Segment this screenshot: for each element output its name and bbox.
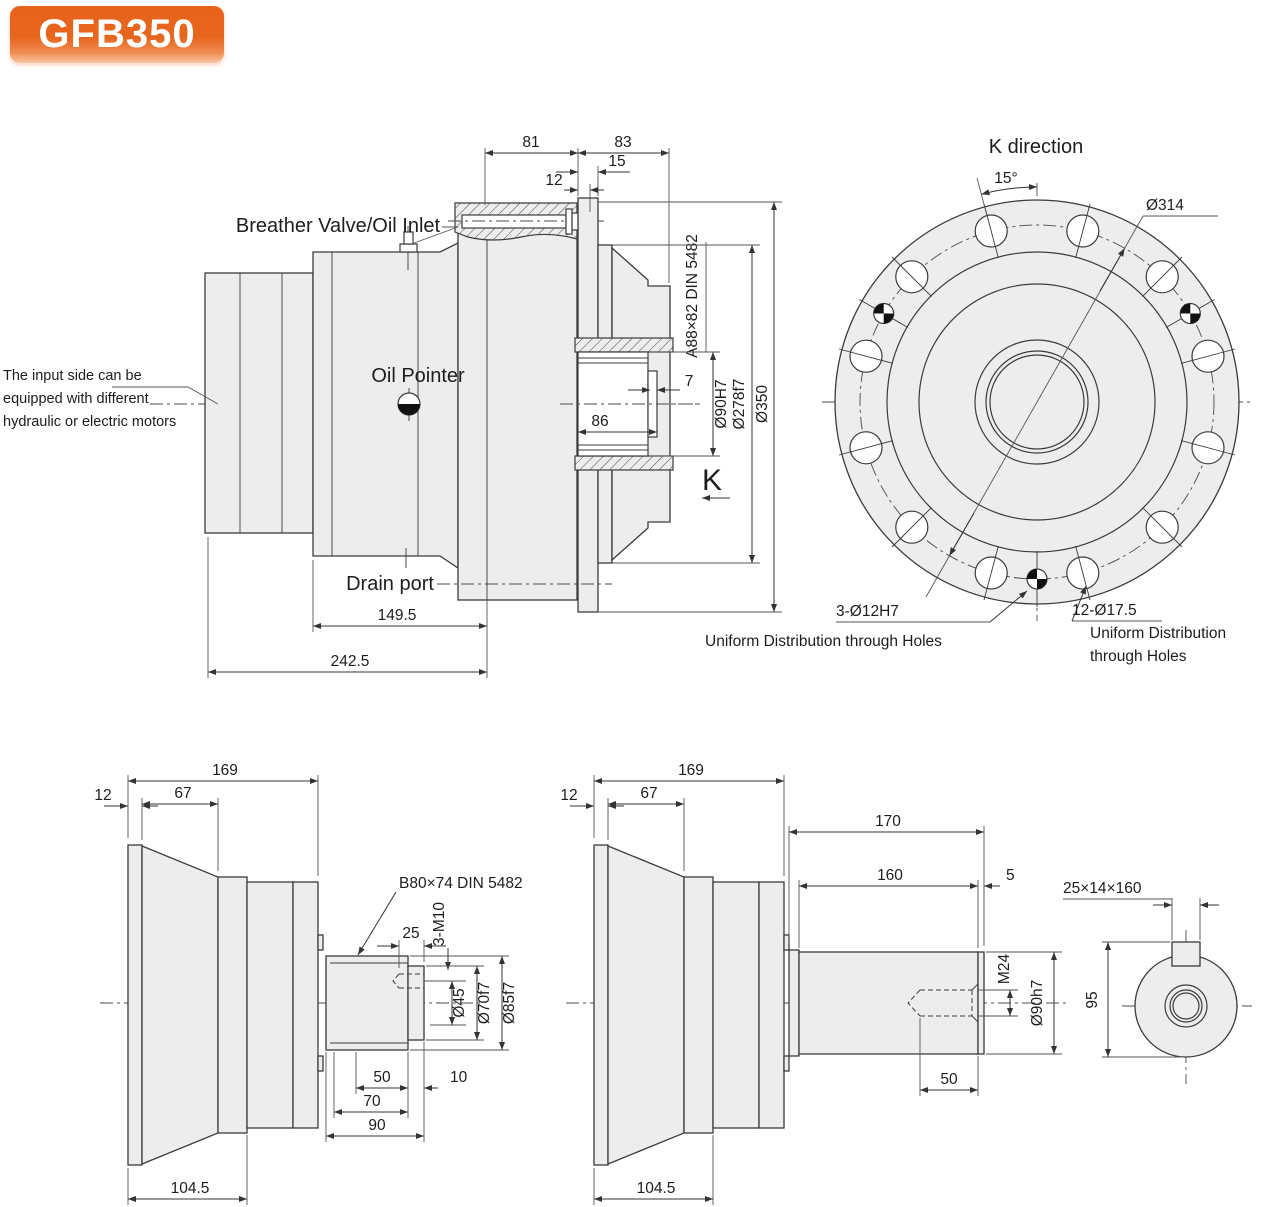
dim-83: 83 — [614, 134, 631, 151]
dim-242-5: 242.5 — [331, 653, 370, 670]
breather-valve-icon — [399, 226, 418, 270]
oil-pointer-icon — [397, 388, 421, 421]
ring-gear-section — [457, 209, 578, 601]
dim-bore-diameter: Ø90H7 — [713, 379, 730, 428]
bl-dim-3m10: 3-M10 — [431, 902, 448, 946]
bl-dim-70: 70 — [363, 1093, 381, 1110]
dim-12: 12 — [545, 172, 562, 189]
shaft-end-circle — [1134, 954, 1238, 1058]
bm-dim-169: 169 — [678, 762, 704, 779]
keyway-slot — [1171, 941, 1201, 967]
hub-section-band-top — [574, 337, 674, 353]
bolt-hole-slot — [461, 214, 567, 229]
shaft-spigot — [788, 949, 800, 1057]
bl-dim-50: 50 — [373, 1069, 391, 1086]
product-model-label: GFB350 — [38, 12, 196, 56]
bolt-washer — [565, 208, 573, 235]
dim-149-5: 149.5 — [378, 607, 417, 624]
br-key-label: 25×14×160 — [1063, 880, 1142, 897]
bolt-circle — [859, 224, 1215, 580]
bl-dim-10: 10 — [450, 1069, 468, 1086]
holes-label: 12-Ø17.5 — [1072, 602, 1137, 619]
bm-dim-67: 67 — [640, 785, 657, 802]
dim-86: 86 — [591, 413, 608, 430]
k-direction-view: K direction — [705, 136, 1252, 665]
holes-note-line2: through Holes — [1090, 648, 1187, 665]
bottom-right-view: 25×14×160 95 — [1063, 880, 1252, 1084]
holes-note-line1: Uniform Distribution — [1090, 625, 1226, 642]
breather-label: Breather Valve/Oil Inlet — [236, 215, 441, 237]
k-view-letter: K — [702, 464, 722, 497]
dim-81: 81 — [522, 134, 539, 151]
bottom-left-view: 169 67 12 B80×74 DIN 5482 25 3-M10 Ø45 — [94, 762, 523, 1205]
dim-register-diameter: Ø278f7 — [731, 379, 748, 430]
input-note-line2: equipped with different — [3, 391, 149, 407]
dim-15: 15 — [608, 153, 625, 170]
bl-dim-45: Ø45 — [451, 988, 468, 1017]
output-shaft — [798, 951, 979, 1055]
product-logo-badge: GFB350 — [10, 6, 224, 63]
input-note-line3: hydraulic or electric motors — [3, 414, 176, 430]
spline-spec-label: A88×82 DIN 5482 — [684, 234, 701, 358]
br-dim-95: 95 — [1084, 991, 1101, 1008]
dim-flange-diameter: Ø350 — [754, 385, 771, 423]
breather-leader — [413, 226, 459, 244]
bl-dim-90: 90 — [368, 1117, 386, 1134]
hub-section-band-bottom — [574, 455, 674, 471]
bottom-middle-view: 169 67 12 170 160 5 M24 Ø90h7 — [560, 762, 1070, 1205]
pins-note: Uniform Distribution through Holes — [705, 633, 942, 650]
input-block — [204, 272, 314, 534]
bm-dim-170: 170 — [875, 813, 901, 830]
bl-dim-104-5: 104.5 — [171, 1180, 210, 1197]
dim-7: 7 — [685, 373, 694, 390]
dowel-pin-holes — [859, 299, 1215, 607]
bm-dim-m24: M24 — [996, 954, 1013, 985]
dim-bolt-circle: Ø314 — [1146, 197, 1184, 214]
hub-pilot — [407, 965, 425, 1041]
k-view-title: K direction — [989, 136, 1084, 158]
bm-dim-104-5: 104.5 — [637, 1180, 676, 1197]
shaft-end-collar — [977, 951, 985, 1055]
splined-hub — [325, 955, 409, 1051]
gear-housing — [312, 241, 459, 570]
input-note-line1: The input side can be — [3, 368, 142, 384]
bm-dim-90h7: Ø90h7 — [1029, 980, 1046, 1027]
oil-pointer-label: Oil Pointer — [371, 365, 465, 387]
bm-dim-160: 160 — [877, 867, 903, 884]
bl-dim-169: 169 — [212, 762, 238, 779]
bl-dim-25: 25 — [402, 925, 419, 942]
dim-15deg: 15° — [994, 170, 1017, 187]
bm-dim-12: 12 — [560, 787, 577, 804]
input-note-leader — [112, 386, 219, 405]
bm-dim-50: 50 — [940, 1071, 958, 1088]
bl-dim-67: 67 — [174, 785, 191, 802]
bl-dim-70f7: Ø70f7 — [476, 982, 493, 1024]
bl-spline-label: B80×74 DIN 5482 — [399, 875, 523, 892]
pins-label: 3-Ø12H7 — [836, 603, 899, 620]
main-section-view: The input side can be equipped with diff… — [3, 134, 782, 678]
bl-dim-12: 12 — [94, 787, 111, 804]
bm-dim-5: 5 — [1006, 867, 1015, 884]
drain-port-label: Drain port — [346, 573, 434, 595]
bl-dim-85f7: Ø85f7 — [501, 982, 518, 1024]
